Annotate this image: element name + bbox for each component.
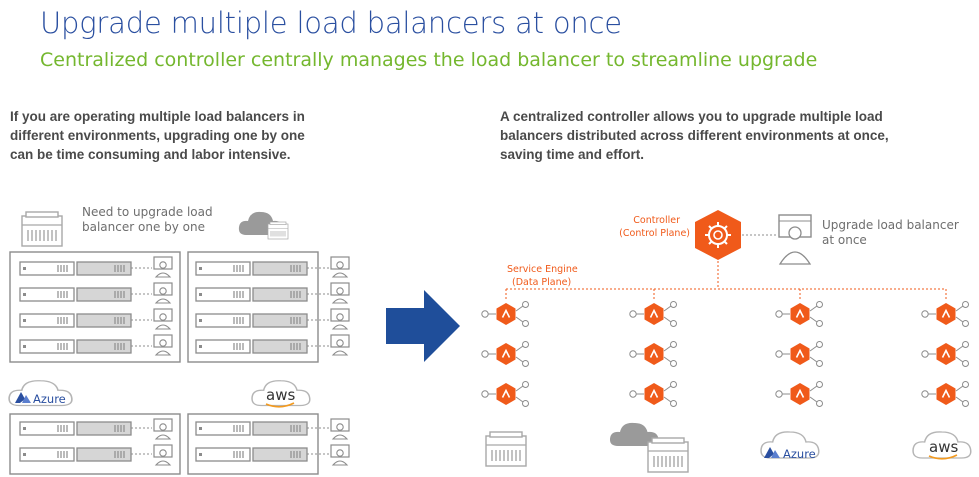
service-engine-icon <box>920 340 970 368</box>
service-engine-icon <box>628 380 678 408</box>
left-paragraph-line: can be time consuming and labor intensiv… <box>10 147 291 162</box>
aws-cloud: aws <box>912 431 972 460</box>
azure-icon <box>764 447 774 458</box>
aws-label: aws <box>929 438 958 456</box>
admin-icon <box>330 444 350 466</box>
controller-label: (Control Plane) <box>619 228 690 239</box>
service-engine-icon <box>920 380 970 408</box>
service-engine-label: (Data Plane) <box>512 277 571 288</box>
aws-smile-icon <box>265 402 295 408</box>
service-engine-icon <box>774 340 824 368</box>
azure-label: Azure <box>783 447 816 461</box>
left-paragraph: If you are operating multiple load balan… <box>10 107 305 164</box>
upgrade-note-line: Upgrade load balancer <box>822 218 959 232</box>
service-engine-grid <box>480 300 970 408</box>
aws-label: aws <box>266 386 295 404</box>
admin-icon <box>330 418 350 440</box>
note-line: Need to upgrade load <box>82 205 213 219</box>
note-line: balancer one by one <box>82 220 205 234</box>
service-engine-icon <box>774 380 824 408</box>
page-title: Upgrade multiple load balancers at once <box>40 6 622 40</box>
service-engine-label: Service Engine <box>507 264 578 275</box>
service-engine-icon <box>480 300 530 328</box>
aws-smile-icon <box>928 454 958 460</box>
aws-cloud: aws <box>251 379 311 408</box>
admin-icon <box>330 334 350 356</box>
service-engine-icon <box>774 300 824 328</box>
left-paragraph-line: different environments, upgrading one by… <box>10 128 305 143</box>
service-engine-icon <box>480 380 530 408</box>
upgrade-note-line: at once <box>822 233 867 247</box>
service-engine-icon <box>628 300 678 328</box>
controller-label: Controller <box>633 215 680 226</box>
admin-icon <box>778 214 812 265</box>
datacenter-icon <box>485 431 527 467</box>
control-bus <box>505 261 947 301</box>
azure-label: Azure <box>33 392 66 406</box>
right-arrow-icon <box>386 290 460 362</box>
right-paragraph-line: saving time and effort. <box>500 147 645 162</box>
right-paragraph-line: A centralized controller allows you to u… <box>500 109 883 124</box>
service-engine-icon <box>480 340 530 368</box>
azure-cloud: Azure <box>8 379 73 407</box>
right-section: Controller (Control Plane) Upgrade load … <box>480 210 972 473</box>
admin-icon <box>330 256 350 278</box>
admin-icon <box>330 282 350 304</box>
service-engine-icon <box>628 340 678 368</box>
azure-cloud: Azure <box>760 431 820 461</box>
left-section: Need to upgrade load balancer one by one <box>8 205 350 475</box>
page-subtitle: Centralized controller centrally manages… <box>40 49 818 71</box>
admin-icon <box>330 308 350 330</box>
service-engine-icon <box>920 300 970 328</box>
datacenter-icon <box>267 221 289 240</box>
right-paragraph-line: balancers distributed across different e… <box>500 128 889 143</box>
datacenter-icon <box>21 211 63 247</box>
azure-icon <box>15 392 25 403</box>
private-cloud-icon <box>609 422 689 473</box>
left-paragraph-line: If you are operating multiple load balan… <box>10 109 305 124</box>
right-paragraph: A centralized controller allows you to u… <box>500 107 889 164</box>
controller-icon <box>695 210 741 260</box>
